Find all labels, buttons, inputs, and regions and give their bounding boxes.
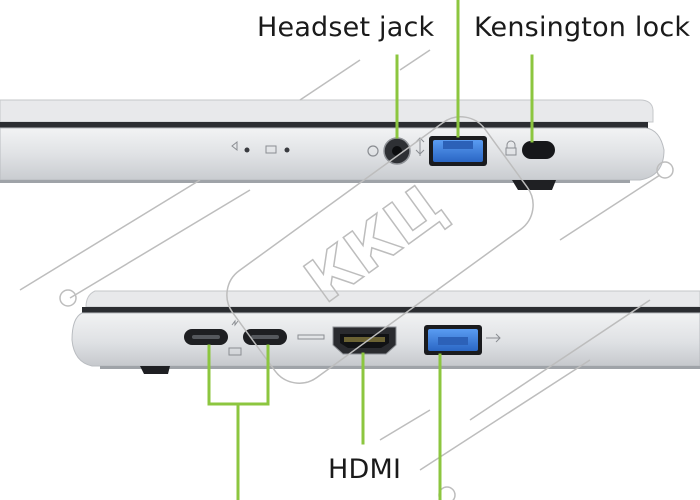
laptop-base-top (0, 127, 665, 181)
usb-a-port-bottom (424, 325, 501, 355)
kensington-lock-label: Kensington lock (474, 12, 691, 43)
watermark-line (469, 299, 651, 421)
laptop-left-side (71, 290, 700, 374)
hdmi-port (297, 326, 397, 355)
watermark-line (19, 179, 201, 291)
callout-lines (207, 0, 534, 500)
watermark-line (299, 59, 361, 101)
headset-jack-label: Headset jack (257, 12, 435, 43)
watermark-line (399, 49, 431, 71)
usb-a-port-top (415, 136, 487, 166)
hdmi-icon (297, 334, 325, 340)
watermark-frame (226, 116, 534, 384)
kensington-lock-slot (505, 140, 555, 159)
watermark-ring (59, 289, 77, 307)
hdmi-label: HDMI (328, 454, 402, 485)
laptop-seam-top (0, 122, 648, 128)
laptop-lid-bottom (85, 290, 700, 308)
laptop-foot-bottom (140, 366, 170, 374)
battery-led-icon (265, 145, 290, 154)
usb-c-icons (228, 319, 242, 356)
laptop-right-side (0, 99, 665, 190)
watermark-ring (656, 161, 674, 179)
watermark-line (69, 189, 251, 299)
laptop-seam-bottom (82, 307, 700, 313)
usb-c-port-1 (184, 329, 228, 345)
headset-icon (367, 145, 379, 157)
usb-icon-bottom (486, 333, 501, 343)
watermark-line (559, 174, 661, 241)
laptop-bottom-edge-bottom (100, 366, 700, 369)
usb-c-charge-icon (228, 347, 242, 356)
thunderbolt-icon (231, 319, 239, 327)
laptop-lid-top (0, 99, 654, 123)
power-led-icon (231, 140, 250, 153)
watermark-line (379, 409, 431, 441)
laptop-bottom-edge-top (0, 180, 630, 183)
laptop-foot-top (512, 180, 556, 190)
watermark-line (419, 359, 591, 471)
